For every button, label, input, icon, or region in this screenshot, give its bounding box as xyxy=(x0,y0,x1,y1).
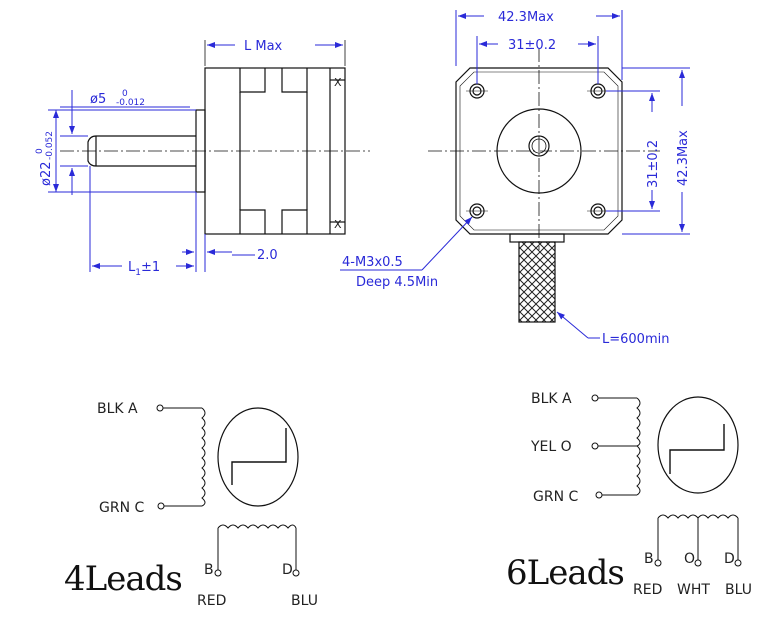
six-lead-a-label: BLK A xyxy=(531,391,572,407)
six-lead-o-color: WHT xyxy=(677,582,710,598)
shaft-tol-upper: 0 xyxy=(122,89,128,99)
boss-circle xyxy=(496,108,582,194)
l-max-label: L Max xyxy=(244,39,283,54)
four-lead-d-label: D xyxy=(282,562,293,578)
side-view: X X L Max ø5 0 -0.012 xyxy=(35,39,370,278)
boss-dia-label: ø22 xyxy=(39,162,54,187)
width-max-label: 42.3Max xyxy=(498,10,554,25)
four-lead-d-color: BLU xyxy=(291,593,318,609)
height-max-label: 42.3Max xyxy=(676,130,691,186)
six-lead-d-color: BLU xyxy=(725,582,752,598)
hole-spacing-h-label: 31±0.2 xyxy=(508,38,556,53)
six-lead-b-color: RED xyxy=(633,582,662,598)
six-leads-diagram: BLK A YEL O GRN C B O D RED WHT BLU 6Lea… xyxy=(506,391,752,598)
svg-text:X: X xyxy=(334,218,342,231)
four-rotor-symbol xyxy=(217,407,299,507)
shaft-dia-label: ø5 xyxy=(90,92,106,107)
six-lead-d-label: D xyxy=(724,551,735,567)
four-leads-title: 4Leads xyxy=(64,559,182,599)
cable-braid xyxy=(518,241,556,323)
hole-spacing-v-label: 31±0.2 xyxy=(646,140,661,188)
depth-label: Deep 4.5Min xyxy=(356,275,438,290)
six-lead-o-bottom-label: O xyxy=(684,551,695,567)
six-lead-c-label: GRN C xyxy=(533,489,578,505)
l1-label: L1±1 xyxy=(128,260,160,278)
shaft-outline xyxy=(87,135,196,167)
four-coil-bottom xyxy=(217,524,297,529)
boss-tol-lower: -0.052 xyxy=(45,131,55,160)
cable-length-label: L=600min xyxy=(602,332,669,347)
cable-exit xyxy=(509,233,565,243)
four-lead-a-label: BLK A xyxy=(97,401,138,417)
four-coil-left xyxy=(201,407,206,507)
four-lead-b-color: RED xyxy=(197,593,226,609)
six-coil-bottom xyxy=(657,514,739,519)
six-rotor-symbol xyxy=(657,396,739,494)
six-lead-b-label: B xyxy=(644,551,654,567)
boss-tol-upper: 0 xyxy=(35,148,45,154)
front-face-outline xyxy=(455,67,623,235)
svg-text:X: X xyxy=(334,76,342,89)
six-lead-o-label: YEL O xyxy=(530,439,572,455)
shaft-tol-lower: -0.012 xyxy=(116,98,145,108)
front-view: 42.3Max 31±0.2 31±0.2 42.3Max 4-M3x0.5 D… xyxy=(340,10,691,347)
four-lead-c-label: GRN C xyxy=(99,500,144,516)
six-coil-left xyxy=(636,397,641,496)
thread-label: 4-M3x0.5 xyxy=(342,255,403,270)
flange-label: 2.0 xyxy=(257,248,278,263)
six-leads-title: 6Leads xyxy=(506,553,624,593)
four-lead-b-label: B xyxy=(204,562,214,578)
four-leads-diagram: BLK A GRN C B D RED BLU 4Leads xyxy=(64,401,318,609)
